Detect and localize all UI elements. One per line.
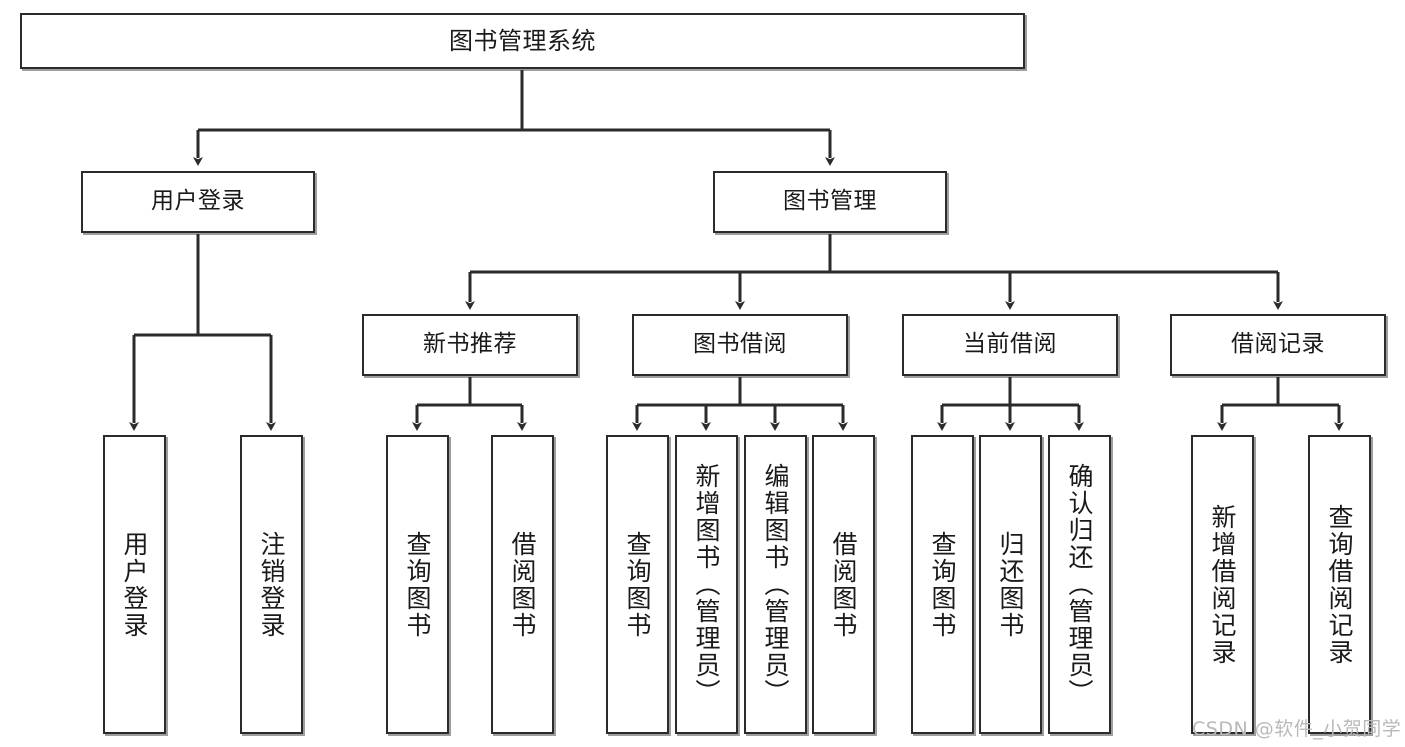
node-leaf-borrow-book[interactable]: 借阅图书 xyxy=(812,435,875,734)
node-leaf-query-book-current[interactable]: 查询图书 xyxy=(911,435,974,734)
node-leaf-query-book-borrow[interactable]: 查询图书 xyxy=(606,435,669,734)
node-new-book-recommend[interactable]: 新书推荐 xyxy=(362,314,578,376)
node-user-login[interactable]: 用户登录 xyxy=(81,171,315,233)
node-label: 确认归还（管理员） xyxy=(1065,463,1094,706)
node-label: 编辑图书（管理员） xyxy=(761,463,790,706)
node-label: 用户登录 xyxy=(120,530,149,639)
node-leaf-user-logout[interactable]: 注销登录 xyxy=(240,435,303,734)
node-leaf-add-book[interactable]: 新增图书（管理员） xyxy=(675,435,738,734)
node-label: 查询借阅记录 xyxy=(1325,503,1354,666)
node-label: 图书管理 xyxy=(783,188,877,215)
node-label: 新增借阅记录 xyxy=(1208,503,1237,666)
node-label: 查询图书 xyxy=(928,530,957,639)
node-leaf-borrow-book-recommend[interactable]: 借阅图书 xyxy=(491,435,554,734)
node-label: 借阅记录 xyxy=(1231,331,1325,358)
node-leaf-query-book-recommend[interactable]: 查询图书 xyxy=(386,435,449,734)
node-leaf-add-borrow-record[interactable]: 新增借阅记录 xyxy=(1191,435,1254,734)
node-label: 图书管理系统 xyxy=(449,26,596,55)
node-leaf-confirm-return[interactable]: 确认归还（管理员） xyxy=(1048,435,1111,734)
node-label: 查询图书 xyxy=(623,530,652,639)
node-label: 借阅图书 xyxy=(508,530,537,639)
node-label: 新增图书（管理员） xyxy=(692,463,721,706)
node-borrow-record[interactable]: 借阅记录 xyxy=(1170,314,1386,376)
node-book-manage[interactable]: 图书管理 xyxy=(713,171,947,233)
node-leaf-user-login[interactable]: 用户登录 xyxy=(103,435,166,734)
node-current-borrow[interactable]: 当前借阅 xyxy=(902,314,1118,376)
node-leaf-edit-book[interactable]: 编辑图书（管理员） xyxy=(744,435,807,734)
node-label: 查询图书 xyxy=(403,530,432,639)
node-leaf-return-book[interactable]: 归还图书 xyxy=(979,435,1042,734)
node-label: 注销登录 xyxy=(257,530,286,639)
node-book-borrow[interactable]: 图书借阅 xyxy=(632,314,848,376)
node-label: 当前借阅 xyxy=(963,331,1057,358)
node-root-book-management-system[interactable]: 图书管理系统 xyxy=(20,13,1025,69)
node-label: 新书推荐 xyxy=(423,331,517,358)
node-label: 用户登录 xyxy=(151,188,245,215)
node-label: 借阅图书 xyxy=(829,530,858,639)
node-label: 图书借阅 xyxy=(693,331,787,358)
node-leaf-query-borrow-record[interactable]: 查询借阅记录 xyxy=(1308,435,1371,734)
node-label: 归还图书 xyxy=(996,530,1025,639)
watermark-csdn: CSDN @软件_小贺同学 xyxy=(1192,718,1402,740)
